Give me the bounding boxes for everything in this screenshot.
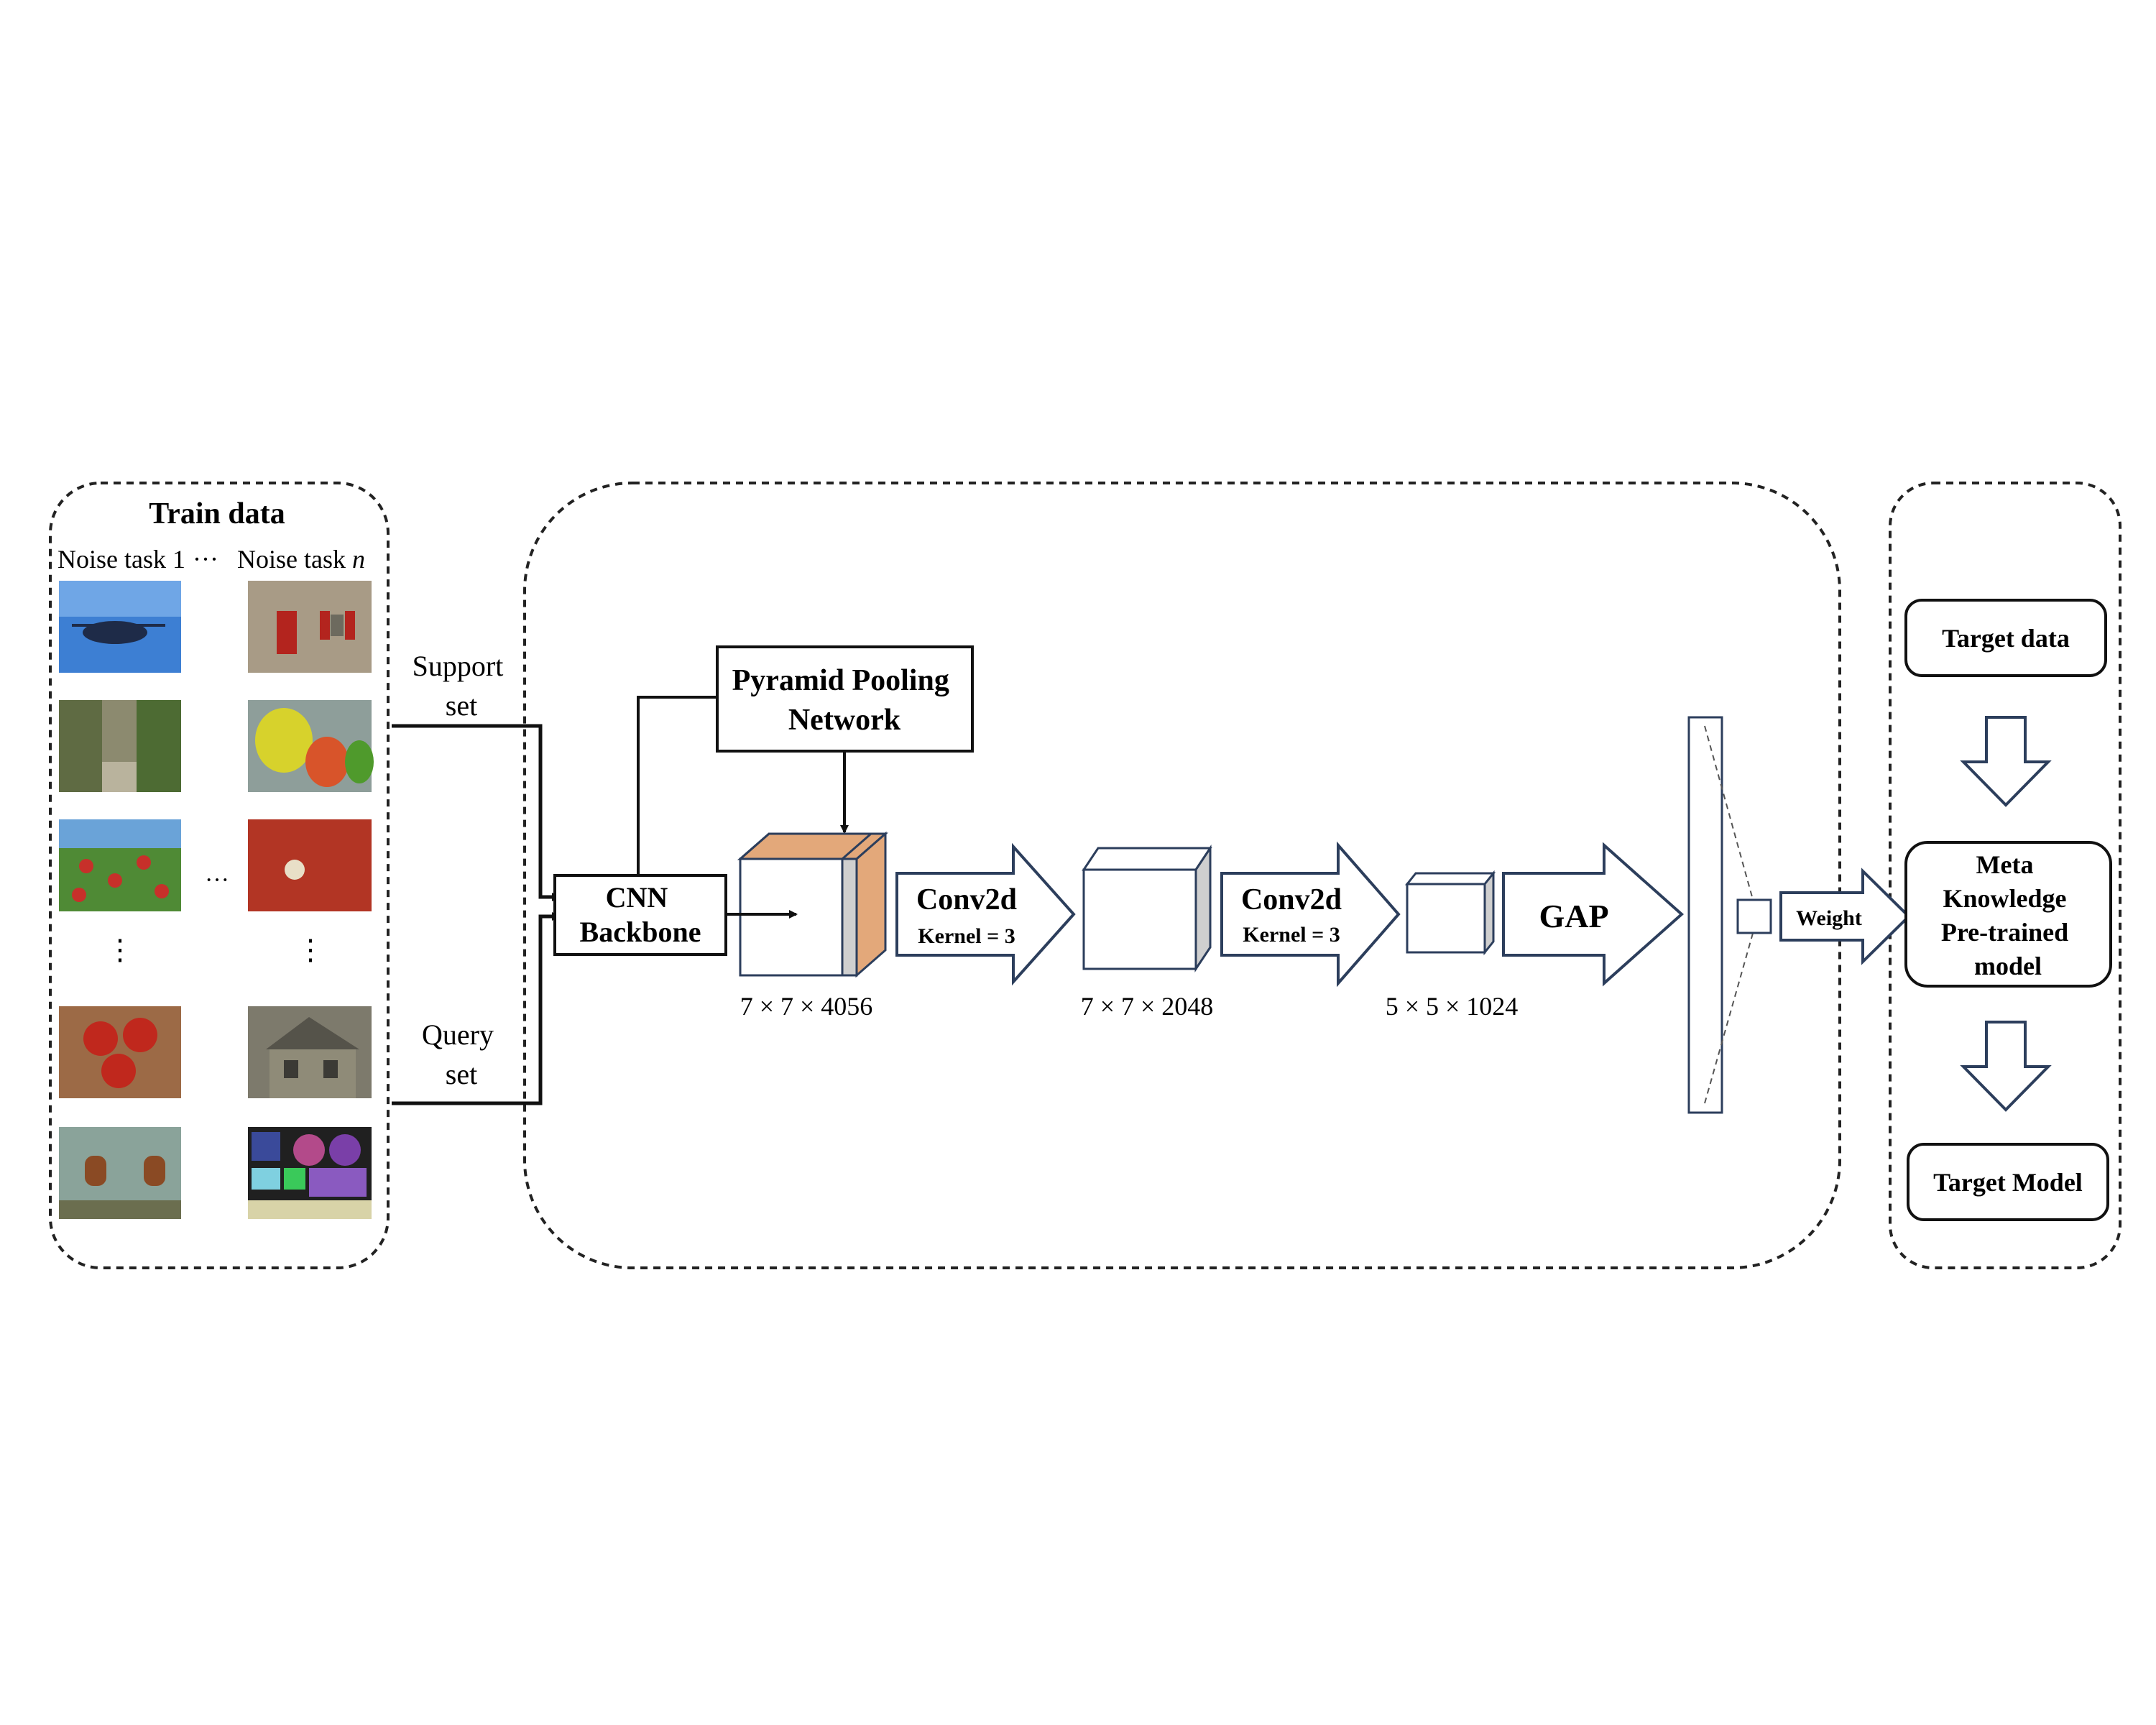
thumbnail-street <box>59 700 181 792</box>
thumbnail-paint-cans <box>248 700 374 792</box>
thumbnail-stone-house <box>248 1006 372 1098</box>
thumbnail-window-wall <box>59 1127 181 1219</box>
pyramid-pooling-label: Pyramid Pooling Network <box>732 664 957 737</box>
feature-cube-3 <box>1404 870 1496 956</box>
noise-task-1-header: Noise task 1··· <box>57 545 218 574</box>
backbone-to-ppn-connector <box>637 696 717 875</box>
conv2d-arrow-1 <box>895 842 1076 986</box>
vertical-ellipsis-col2: ⋮ <box>296 934 325 966</box>
target-data-box <box>1904 599 2107 677</box>
vertical-ellipsis-col1: ⋮ <box>106 934 134 966</box>
conv2d-2-kernel: Kernel = 3 <box>1243 923 1340 947</box>
thumbnail-tomatoes <box>59 1006 181 1098</box>
thumbnail-red-wall <box>248 819 372 911</box>
weight-label: Weight <box>1796 906 1862 930</box>
down-arrow-2 <box>1960 1021 2052 1112</box>
thumbnail-house-facade <box>248 581 372 673</box>
meta-knowledge-box <box>1904 841 2112 988</box>
meta-knowledge-label: Meta Knowledge Pre-trained model <box>1941 850 2075 980</box>
target-model-box <box>1907 1143 2109 1221</box>
feature-cube-1 <box>737 831 888 978</box>
query-set-label: Query set <box>422 1018 501 1090</box>
gap-arrow <box>1502 842 1685 987</box>
weight-node <box>1736 898 1772 934</box>
conv2d-1-title: Conv2d <box>916 883 1017 916</box>
gap-label: GAP <box>1539 898 1608 934</box>
train-data-panel <box>49 482 390 1269</box>
dim-label-2: 7 × 7 × 2048 <box>1081 992 1214 1021</box>
row-ellipsis-mid: ··· <box>205 867 229 893</box>
down-arrow-1 <box>1960 716 2052 807</box>
pyramid-pooling-box <box>716 645 974 753</box>
dim-label-3: 5 × 5 × 1024 <box>1386 992 1519 1021</box>
noise-task-n-header: Noise task n <box>237 545 365 574</box>
dim-label-1: 7 × 7 × 4056 <box>740 992 873 1021</box>
query-connector <box>392 912 561 1105</box>
network-panel <box>523 482 1841 1269</box>
fc-dashed-line-top <box>1704 725 1754 903</box>
support-connector <box>392 724 561 901</box>
cnn-backbone-label: CNN Backbone <box>580 881 701 948</box>
thumbnail-helicopter <box>59 581 181 673</box>
conv2d-1-kernel: Kernel = 3 <box>918 924 1015 948</box>
target-model-label: Target Model <box>1933 1168 2083 1197</box>
conv2d-arrow-2 <box>1220 841 1401 988</box>
target-data-label: Target data <box>1942 624 2070 653</box>
fc-vector-bar <box>1687 716 1723 1114</box>
target-panel <box>1889 482 2122 1269</box>
train-data-title: Train data <box>149 497 285 530</box>
feature-cube-2 <box>1082 845 1212 972</box>
cnn-backbone-box <box>553 874 727 956</box>
conv2d-2-title: Conv2d <box>1241 883 1342 916</box>
thumbnail-test-pattern <box>248 1127 372 1219</box>
weight-arrow <box>1779 868 1911 965</box>
thumbnail-berries <box>59 819 181 911</box>
support-set-label: Support set <box>413 650 511 722</box>
